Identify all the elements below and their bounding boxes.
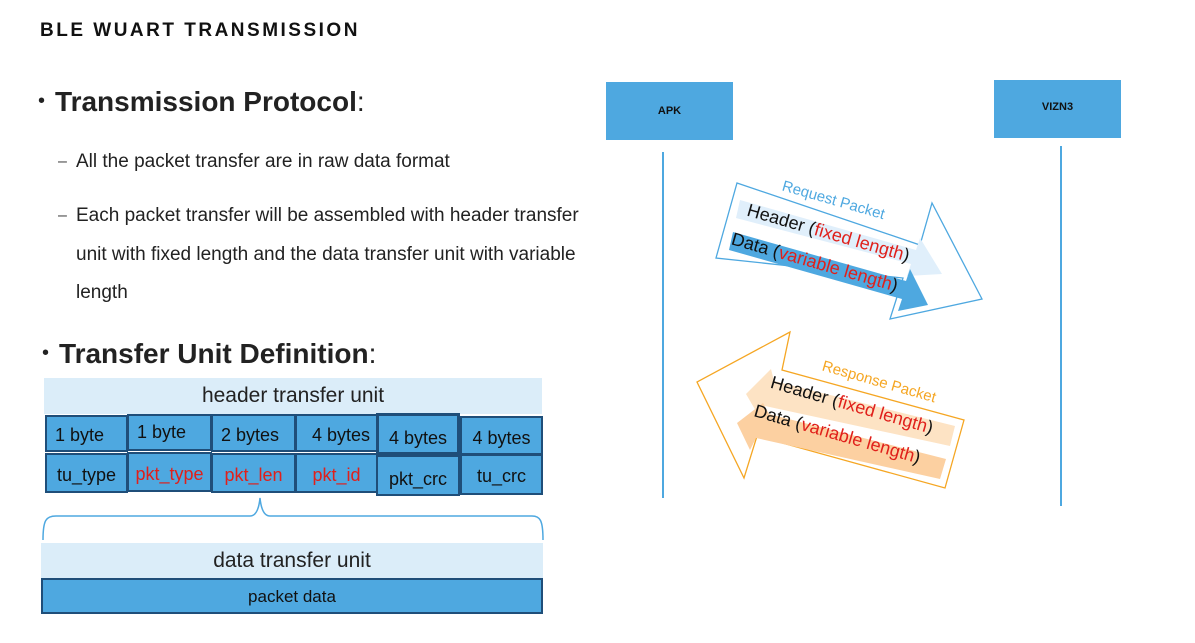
- party-apk-label: APK: [657, 105, 682, 117]
- field-cell-pkt-id: pkt_id: [295, 453, 378, 493]
- size-cell-pkt-len: 2 bytes: [211, 414, 296, 452]
- field-label: pkt_len: [224, 465, 283, 485]
- field-label: tu_type: [56, 465, 117, 485]
- data-transfer-unit-label: data transfer unit: [213, 549, 371, 572]
- response-header-band: [746, 369, 955, 446]
- size-cell-tu-crc: 4 bytes: [460, 416, 543, 455]
- heading-text: Transfer Unit Definition: [59, 338, 369, 369]
- size-cell-pkt-crc: 4 bytes: [376, 413, 460, 455]
- field-cell-pkt-crc: pkt_crc: [376, 455, 460, 496]
- size-label: 4 bytes: [311, 425, 370, 445]
- field-cell-pkt-type: pkt_type: [127, 452, 212, 492]
- size-label: 1 byte: [137, 422, 187, 442]
- slide-title: BLE WUART TRANSMISSION: [40, 20, 360, 41]
- field-cell-tu-type: tu_type: [45, 453, 128, 493]
- request-header-band: [736, 200, 942, 276]
- point-text: Each packet transfer will be assembled w…: [76, 205, 579, 303]
- lifeline-apk: [662, 152, 664, 498]
- field-cell-pkt-len: pkt_len: [211, 453, 296, 493]
- party-vizn3: VIZN3: [994, 80, 1121, 138]
- party-apk: APK: [606, 82, 733, 140]
- size-label: 1 byte: [55, 425, 105, 445]
- field-label: tu_crc: [476, 466, 527, 486]
- lifeline-vizn3: [1060, 146, 1062, 506]
- grouping-brace: [42, 497, 544, 541]
- size-label: 4 bytes: [388, 428, 448, 448]
- section-heading-transfer-unit: • Transfer Unit Definition:: [42, 338, 376, 370]
- dash-marker: –: [58, 153, 67, 170]
- field-label: pkt_id: [312, 465, 361, 485]
- packet-data-label: packet data: [248, 587, 336, 606]
- request-packet-arrow: Request Packet Header (fixed length) Dat…: [715, 178, 983, 320]
- heading-colon: :: [356, 86, 365, 117]
- point-text: All the packet transfer are in raw data …: [76, 151, 450, 172]
- heading-colon: :: [368, 338, 377, 369]
- section-heading-transmission-protocol: • Transmission Protocol:: [38, 86, 365, 118]
- request-data-band: [729, 232, 928, 311]
- field-label: pkt_crc: [388, 469, 448, 489]
- response-packet-arrow: Response Packet Header (fixed length) Da…: [696, 330, 965, 489]
- field-cell-tu-crc: tu_crc: [460, 454, 543, 495]
- party-vizn3-label: VIZN3: [1041, 101, 1074, 113]
- bullet-dot: •: [38, 90, 46, 112]
- bullet-dot: •: [42, 342, 50, 364]
- size-cell-pkt-id: 4 bytes: [295, 414, 378, 452]
- size-cell-tu-type: 1 byte: [45, 415, 128, 452]
- header-transfer-unit-band: header transfer unit: [44, 378, 542, 414]
- point-raw-format: – All the packet transfer are in raw dat…: [58, 143, 616, 182]
- data-transfer-unit-band: data transfer unit: [41, 543, 543, 578]
- header-transfer-unit-label: header transfer unit: [201, 384, 385, 407]
- packet-data-cell: packet data: [41, 578, 543, 614]
- field-label: pkt_type: [135, 464, 204, 484]
- size-cell-pkt-type: 1 byte: [127, 414, 212, 451]
- dash-marker: –: [58, 207, 67, 224]
- size-label: 2 bytes: [221, 425, 280, 445]
- point-packet-assembly: – Each packet transfer will be assembled…: [58, 197, 604, 313]
- response-data-band: [737, 403, 946, 479]
- size-label: 4 bytes: [472, 428, 531, 448]
- heading-text: Transmission Protocol: [55, 86, 357, 117]
